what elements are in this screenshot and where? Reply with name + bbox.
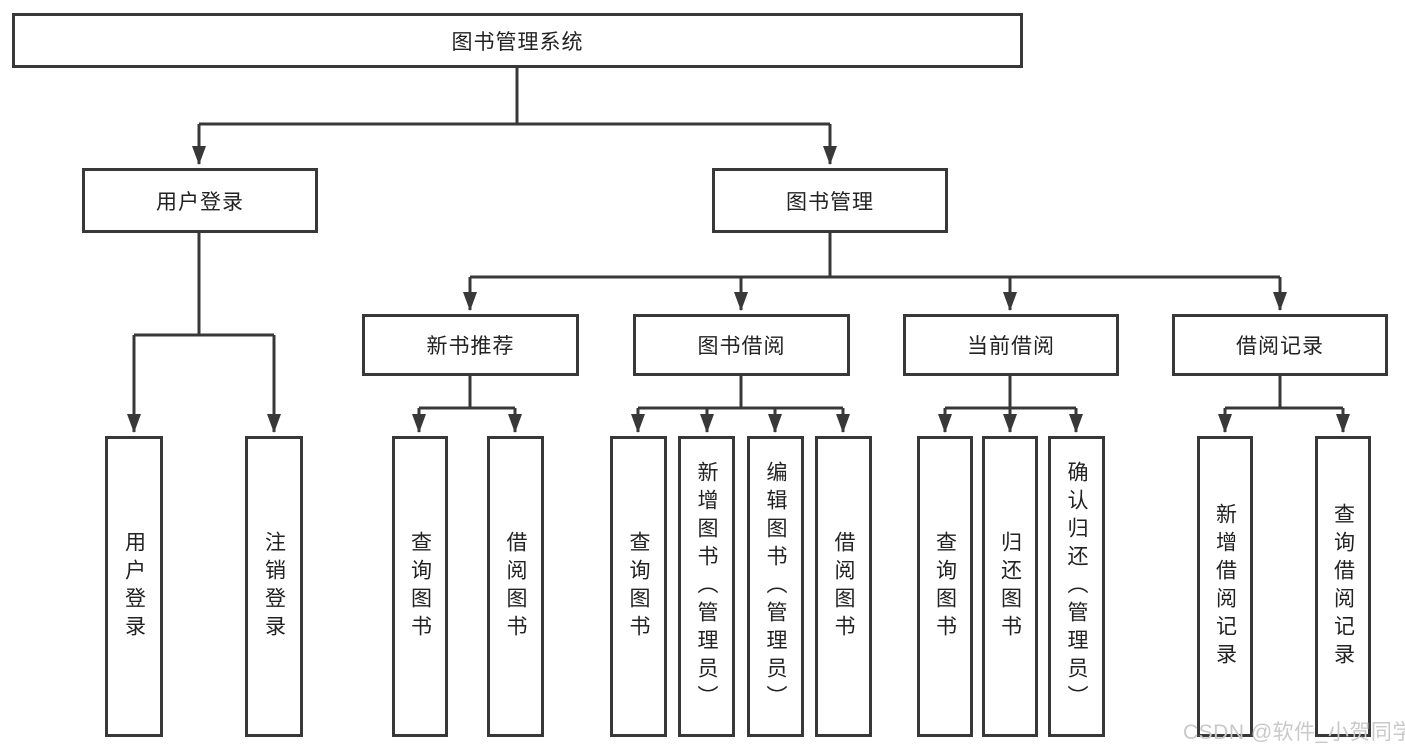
leaf-newbook-borrow-books-label: 借阅图书: [504, 530, 527, 643]
leaf-logout-login: 注销登录: [245, 436, 303, 737]
node-book-borrow: 图书借阅: [633, 314, 850, 376]
leaf-newbook-query-books-label: 查询图书: [408, 530, 432, 643]
node-borrow-records: 借阅记录: [1172, 314, 1388, 376]
node-root-system: 图书管理系统: [12, 13, 1023, 68]
leaf-records-add-record-label: 新增借阅记录: [1213, 502, 1237, 671]
node-book-management: 图书管理: [712, 168, 948, 233]
leaf-borrow-add-books-admin: 新增图书（管理员）: [678, 436, 735, 737]
leaf-current-confirm-return-admin: 确认归还（管理员）: [1048, 436, 1105, 737]
leaf-borrow-edit-books-admin-label: 编辑图书（管理员）: [764, 460, 787, 713]
leaf-borrow-borrow-books-label: 借阅图书: [832, 530, 855, 643]
leaf-records-add-record: 新增借阅记录: [1197, 436, 1253, 737]
leaf-current-query-books: 查询图书: [917, 436, 973, 737]
leaf-borrow-borrow-books: 借阅图书: [815, 436, 872, 737]
leaf-borrow-edit-books-admin: 编辑图书（管理员）: [747, 436, 804, 737]
leaf-records-query-record: 查询借阅记录: [1315, 436, 1371, 737]
node-new-book-recommend: 新书推荐: [362, 314, 579, 376]
leaf-current-query-books-label: 查询图书: [933, 530, 957, 643]
leaf-records-query-record-label: 查询借阅记录: [1331, 502, 1355, 671]
leaf-borrow-add-books-admin-label: 新增图书（管理员）: [695, 460, 718, 713]
leaf-user-login-label: 用户登录: [122, 530, 146, 643]
leaf-current-confirm-return-admin-label: 确认归还（管理员）: [1065, 460, 1088, 713]
leaf-borrow-query-books-label: 查询图书: [627, 530, 650, 643]
node-user-login: 用户登录: [82, 168, 318, 233]
leaf-current-return-books: 归还图书: [982, 436, 1038, 737]
leaf-current-return-books-label: 归还图书: [998, 530, 1022, 643]
leaf-newbook-borrow-books: 借阅图书: [487, 436, 544, 737]
leaf-newbook-query-books: 查询图书: [392, 436, 448, 737]
csdn-watermark: CSDN @软件_小贺同学: [1183, 721, 1405, 744]
leaf-borrow-query-books: 查询图书: [610, 436, 667, 737]
leaf-logout-login-label: 注销登录: [262, 530, 286, 643]
leaf-user-login: 用户登录: [105, 436, 163, 737]
node-current-borrow: 当前借阅: [903, 314, 1119, 376]
